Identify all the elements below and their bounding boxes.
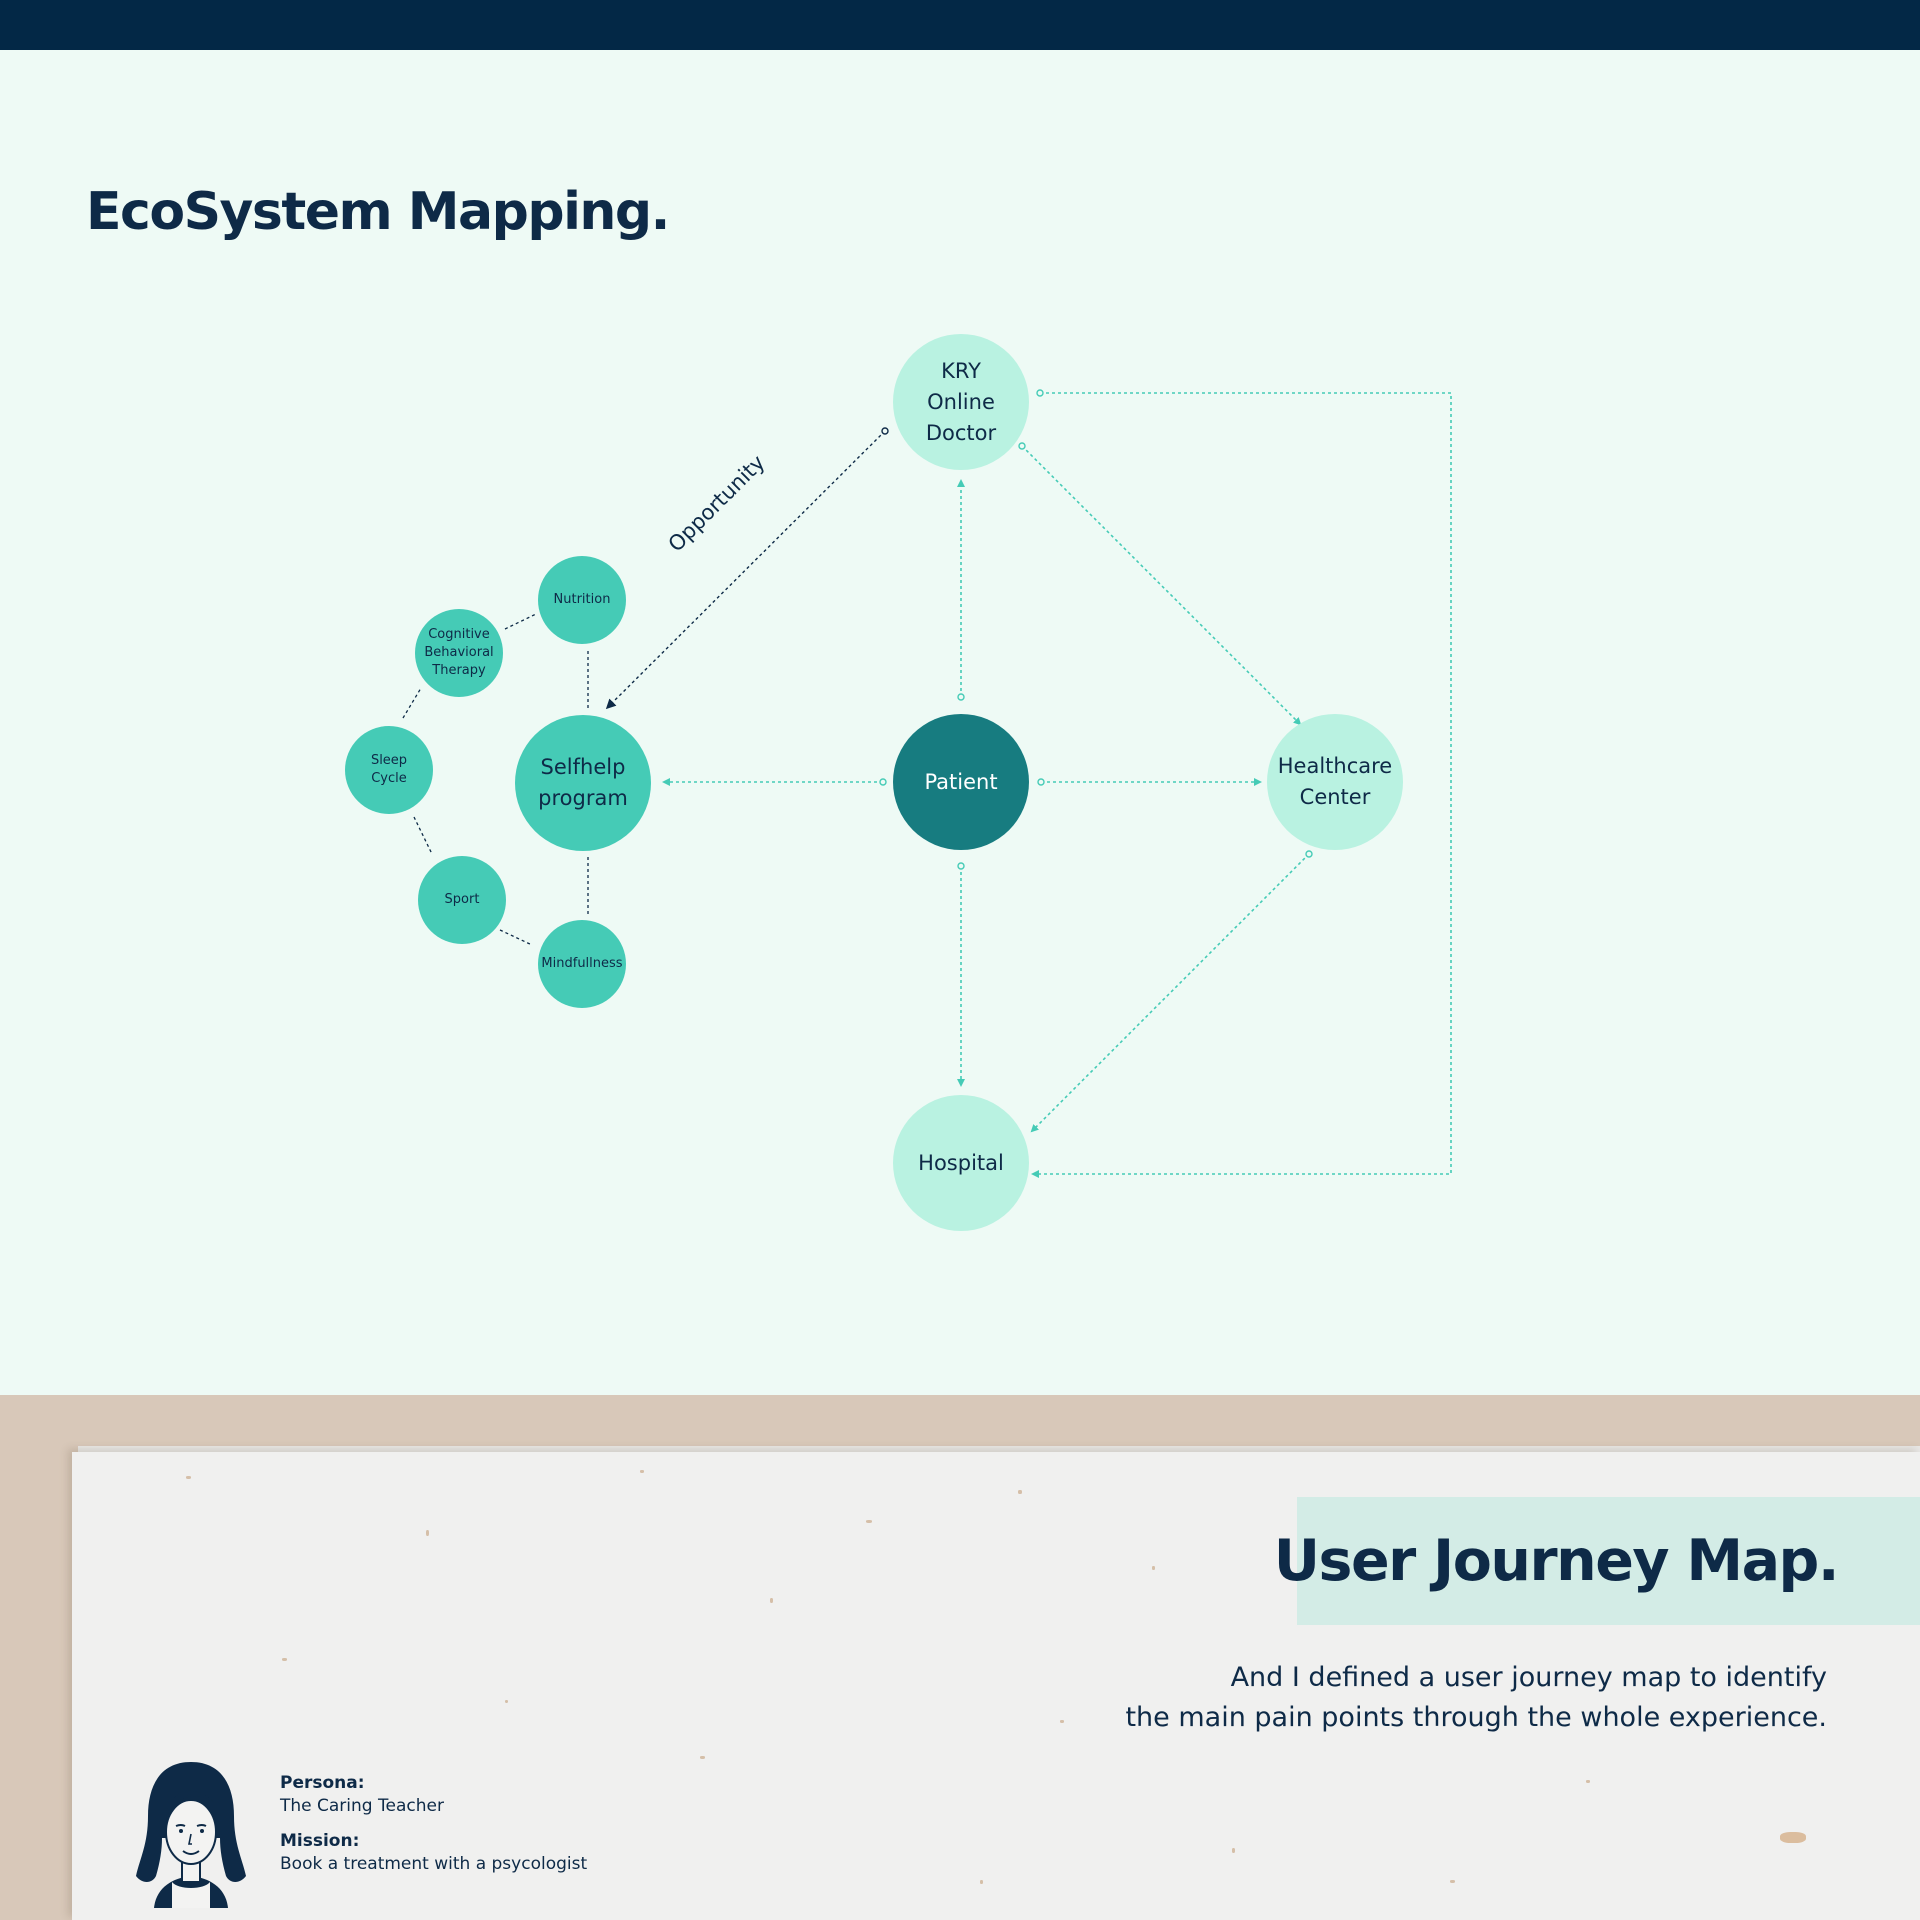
journey-title: User Journey Map. [1273, 1528, 1840, 1594]
mission-label: Mission: [280, 1831, 360, 1851]
node-nutrition: Nutrition [538, 556, 626, 644]
journey-description-line-1: And I defined a user journey map to iden… [1230, 1662, 1827, 1693]
ecosystem-connectors [402, 389, 1452, 1178]
connector-kry-hospital [1031, 392, 1452, 1178]
connector-kry-healthcare [1021, 445, 1302, 726]
connector-sleep-cbt [402, 687, 422, 719]
persona-info: Persona: The Caring Teacher Mission: Boo… [280, 1772, 587, 1876]
node-patient: Patient [893, 714, 1029, 850]
journey-description: And I defined a user journey map to iden… [927, 1658, 1827, 1738]
journey-description-line-2: the main pain points through the whole e… [1125, 1702, 1827, 1733]
persona-avatar-icon [136, 1762, 246, 1908]
ecosystem-title: EcoSystem Mapping. [86, 182, 670, 242]
top-bar [0, 0, 1920, 50]
node-selfhelp-program: Selfhelp program [515, 715, 651, 851]
connector-sleep-sport [413, 816, 433, 855]
node-healthcare-center: Healthcare Center [1267, 714, 1403, 850]
node-kry-online-doctor: KRY Online Doctor [893, 334, 1029, 470]
persona-label: Persona: [280, 1773, 365, 1793]
mission-value: Book a treatment with a psycologist [280, 1854, 588, 1874]
persona-value: The Caring Teacher [280, 1796, 444, 1816]
node-hospital: Hospital [893, 1095, 1029, 1231]
paper-sheet-edge [78, 1446, 1920, 1454]
connector-opportunity [605, 430, 886, 710]
node-sport: Sport [418, 856, 506, 944]
journey-title-band [1297, 1497, 1920, 1625]
node-sleep-cycle: Sleep Cycle [345, 726, 433, 814]
node-cognitive-behavioral-therapy: Cognitive Behavioral Therapy [415, 609, 503, 697]
connector-sport-mindfulness [499, 929, 533, 946]
connector-cbt-nutrition [504, 613, 537, 630]
node-mindfullness: Mindfullness [538, 920, 626, 1008]
connector-healthcare-hospital [1030, 853, 1310, 1133]
